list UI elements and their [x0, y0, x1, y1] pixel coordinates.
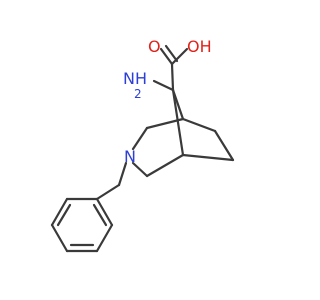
ring-nitrogen-label: N: [124, 147, 136, 166]
bond-ring-5: [95, 223, 114, 253]
bond-c2-n3: [131, 126, 149, 151]
bond-carbonyl-b: [164, 44, 179, 63]
bond-n3-ch2: [117, 161, 128, 187]
bond-c1-c2: [145, 117, 185, 130]
hydroxyl-label: OH: [187, 37, 212, 56]
bond-ring-double-1: [56, 203, 72, 227]
bond-c6-c8: [213, 129, 235, 162]
bond-c1-c6: [181, 117, 217, 133]
molecule-structure: O OH NH 2 N: [50, 37, 235, 253]
bond-carbonyl-a: [159, 47, 174, 66]
bond-ring-double-3: [92, 203, 108, 227]
amine-label: NH: [123, 69, 147, 88]
structure-canvas: O OH NH 2 N: [50, 37, 235, 253]
bond-c7-n-amino: [152, 79, 175, 92]
amine-subscript: 2: [134, 87, 142, 101]
bond-c4-c5: [145, 153, 185, 178]
carbonyl-oxygen-label: O: [148, 37, 161, 56]
bond-c7-carboxyl: [170, 62, 175, 92]
bond-c8-c5: [181, 153, 235, 162]
bond-ring-2: [50, 197, 69, 227]
bond-c7-c5: [171, 88, 185, 157]
bond-n3-c4: [131, 161, 149, 178]
bond-ring-6: [95, 197, 114, 227]
bond-c-oh: [170, 47, 189, 66]
bond-ch2-ring: [95, 183, 121, 201]
bond-skeleton: [50, 44, 235, 253]
bond-ring-3: [50, 223, 69, 253]
